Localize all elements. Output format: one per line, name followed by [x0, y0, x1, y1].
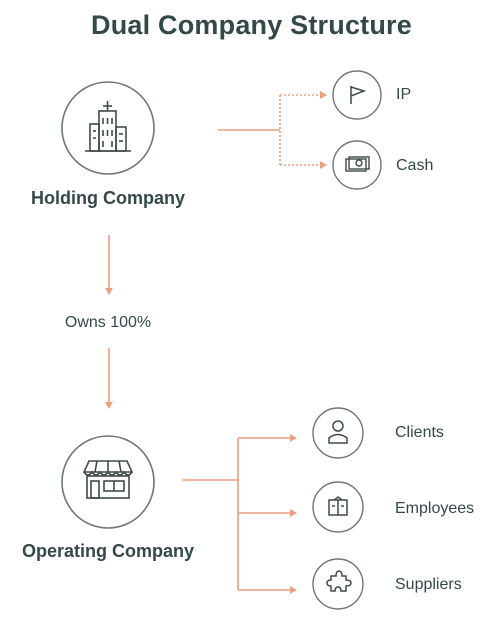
relation-label-clients: Clients — [395, 424, 444, 441]
cash-icon — [345, 156, 370, 172]
holding-assets-connector — [218, 91, 327, 169]
operating-company-label: Operating Company — [21, 541, 195, 561]
holding-company-label: Holding Company — [31, 188, 185, 208]
employees-node — [312, 481, 364, 533]
storefront-icon — [82, 460, 134, 499]
clients-node — [312, 407, 364, 459]
ip-node — [332, 70, 382, 120]
puzzle-icon — [326, 570, 352, 592]
ownership-label: Owns 100% — [64, 314, 152, 331]
suppliers-node — [312, 558, 364, 610]
person-icon — [328, 420, 348, 444]
relation-label-suppliers: Suppliers — [395, 576, 462, 593]
relation-label-employees: Employees — [395, 500, 475, 517]
operating-company-node — [61, 435, 155, 529]
diagram-title: Dual Company Structure — [91, 10, 412, 40]
asset-label-cash: Cash — [396, 157, 434, 174]
buildings-icon — [85, 101, 131, 152]
flag-icon — [350, 86, 367, 104]
cash-node — [332, 140, 382, 190]
holding-company-node — [61, 81, 155, 175]
operating-relations-connector — [182, 434, 297, 594]
id-card-icon — [328, 496, 348, 516]
asset-label-ip: IP — [396, 86, 412, 103]
